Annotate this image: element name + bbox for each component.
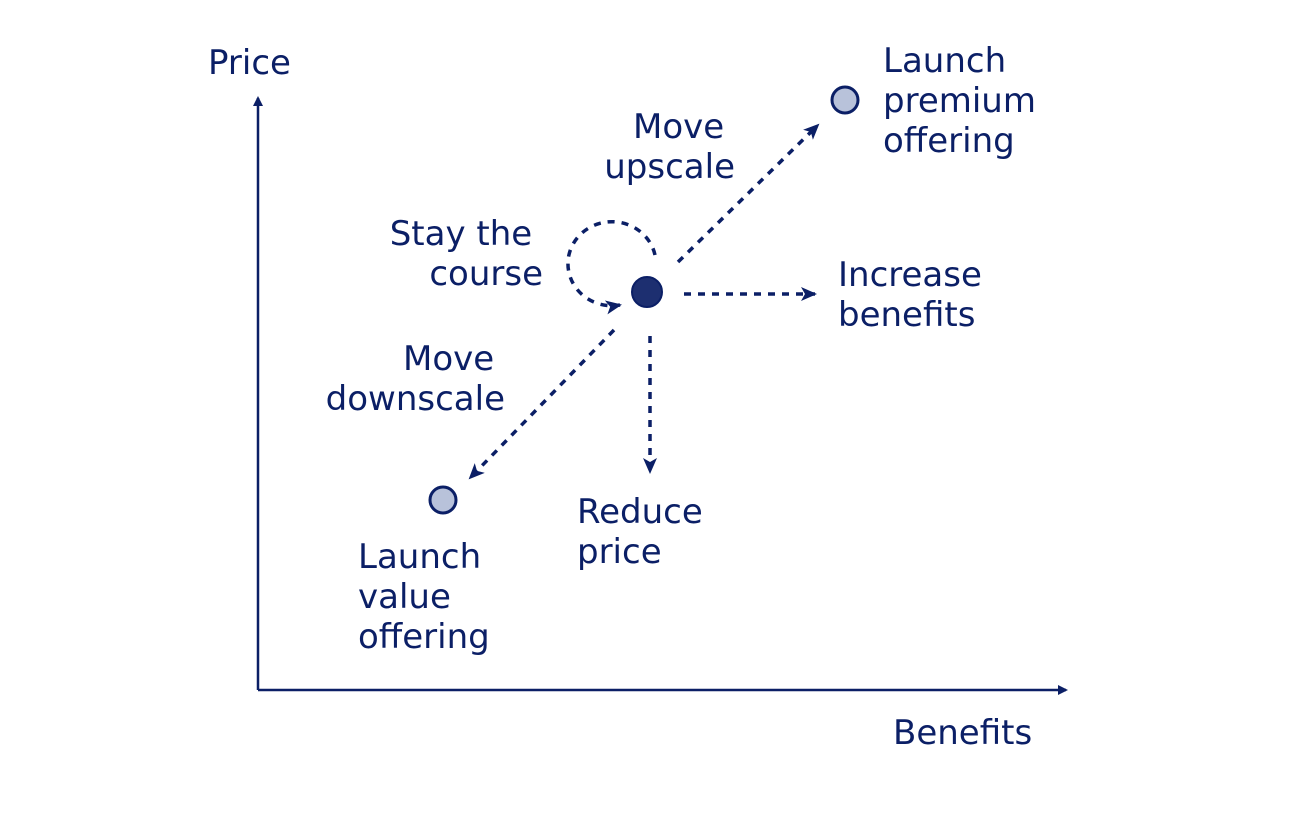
move-upscale-label: Move upscale bbox=[604, 107, 735, 187]
increase-benefits-label: Increase benefits bbox=[838, 255, 993, 335]
move-downscale-arrow bbox=[468, 328, 616, 480]
launch-premium-offering-label: Launch premium offering bbox=[883, 41, 1047, 161]
reduce-price-label: Reduce price bbox=[577, 492, 714, 572]
launch-value-offering-label: Launch value offering bbox=[358, 537, 492, 657]
value-offering-dot bbox=[428, 485, 458, 515]
premium-offering-dot bbox=[830, 85, 860, 115]
move-downscale-label: Move downscale bbox=[326, 339, 505, 419]
stay-the-course-label: Stay the course bbox=[390, 214, 543, 294]
move-upscale-arrow bbox=[676, 123, 820, 264]
stay-course-loop-arrow bbox=[566, 219, 657, 315]
y-axis-label: Price bbox=[208, 43, 291, 83]
current-position-dot bbox=[631, 276, 663, 308]
x-axis-label: Benefits bbox=[893, 713, 1032, 753]
